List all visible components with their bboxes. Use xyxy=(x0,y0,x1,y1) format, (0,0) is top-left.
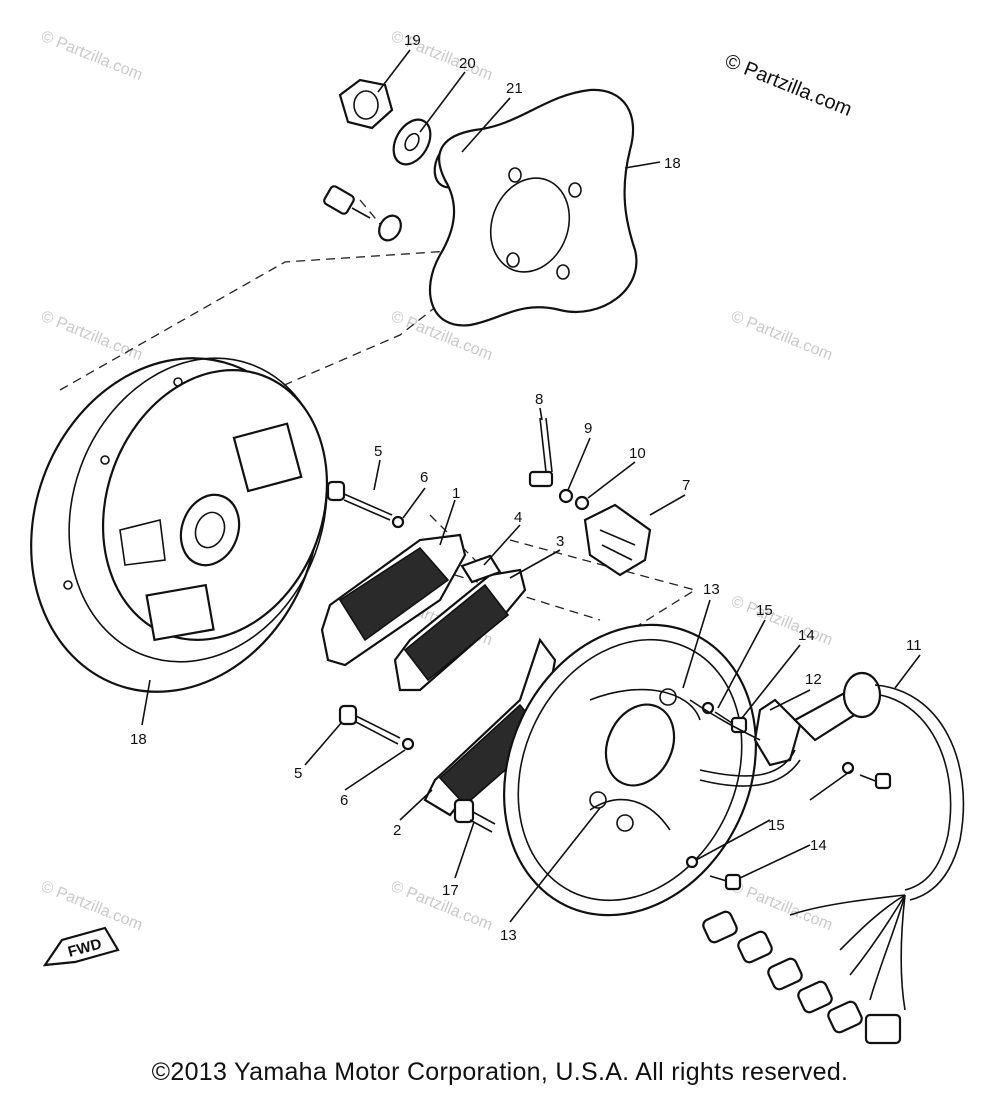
washer-20 xyxy=(392,118,432,166)
screw-5-upper xyxy=(326,480,393,521)
copyright-footer: ©2013 Yamaha Motor Corporation, U.S.A. A… xyxy=(151,1058,849,1086)
part-4 xyxy=(460,554,502,584)
callout-15-lower: 15 xyxy=(768,817,785,834)
callout-4: 4 xyxy=(514,509,522,526)
callout-18-top: 18 xyxy=(664,155,681,172)
callout-5-upper: 5 xyxy=(374,443,382,460)
callout-20: 20 xyxy=(459,55,476,72)
nut-19 xyxy=(338,78,394,130)
small-washer xyxy=(378,214,402,242)
callout-19: 19 xyxy=(404,32,421,49)
contact-block-7 xyxy=(583,503,652,577)
callout-12: 12 xyxy=(805,671,822,688)
stator-base-plate xyxy=(503,623,757,917)
coil-1 xyxy=(320,533,467,667)
cover-plate-18 xyxy=(428,88,638,327)
callout-2: 2 xyxy=(393,822,401,839)
coil-3 xyxy=(393,554,527,692)
callout-13-lower: 13 xyxy=(500,927,517,944)
wire-harness-11 xyxy=(689,671,965,1045)
callout-15-upper: 15 xyxy=(756,602,773,619)
callout-6-upper: 6 xyxy=(420,469,428,486)
callout-5-lower: 5 xyxy=(294,765,302,782)
watermark: © Partzilla.com xyxy=(729,308,835,364)
bolt-17 xyxy=(453,798,496,833)
callout-7: 7 xyxy=(682,477,690,494)
callout-13-upper: 13 xyxy=(703,581,720,598)
callout-17: 17 xyxy=(442,882,459,899)
washer-15-right xyxy=(841,761,855,775)
screw-5-lower xyxy=(338,704,401,745)
callout-6-lower: 6 xyxy=(340,792,348,809)
callouts: 19 20 21 18 8 9 10 7 5 6 1 4 3 13 15 14 … xyxy=(130,32,922,944)
leader-lines xyxy=(141,49,921,923)
small-bolt xyxy=(323,185,371,219)
callout-21: 21 xyxy=(506,80,523,97)
callout-14-upper: 14 xyxy=(798,627,815,644)
washer-6-lower xyxy=(401,737,415,751)
fwd-arrow-icon: FWD xyxy=(42,926,120,967)
callout-8: 8 xyxy=(535,391,543,408)
callout-11: 11 xyxy=(906,637,922,654)
watermark: © Partzilla.com xyxy=(39,28,145,84)
callout-14-lower: 14 xyxy=(810,837,827,854)
watermark: © Partzilla.com xyxy=(729,593,835,649)
wire-clamp-12 xyxy=(753,698,802,767)
watermark: © Partzilla.com xyxy=(729,878,835,934)
washer-6-upper xyxy=(391,515,405,529)
washer-15-lower xyxy=(685,855,699,869)
exploded-parts-diagram: © Partzilla.com © Partzilla.com © Partzi… xyxy=(30,28,965,1045)
callout-10: 10 xyxy=(629,445,646,462)
callout-3: 3 xyxy=(556,533,564,550)
washer-9 xyxy=(558,488,574,504)
screw-14-lower xyxy=(709,873,742,891)
callout-1: 1 xyxy=(452,485,460,502)
callout-9: 9 xyxy=(584,420,592,437)
bolt-8 xyxy=(528,417,554,488)
screw-14-right xyxy=(859,772,892,790)
flywheel-rotor-18 xyxy=(30,357,329,693)
watermark: © Partzilla.com xyxy=(39,308,145,364)
watermark: © Partzilla.com xyxy=(39,878,145,934)
callout-18-left: 18 xyxy=(130,731,147,748)
washer-10 xyxy=(574,495,590,511)
